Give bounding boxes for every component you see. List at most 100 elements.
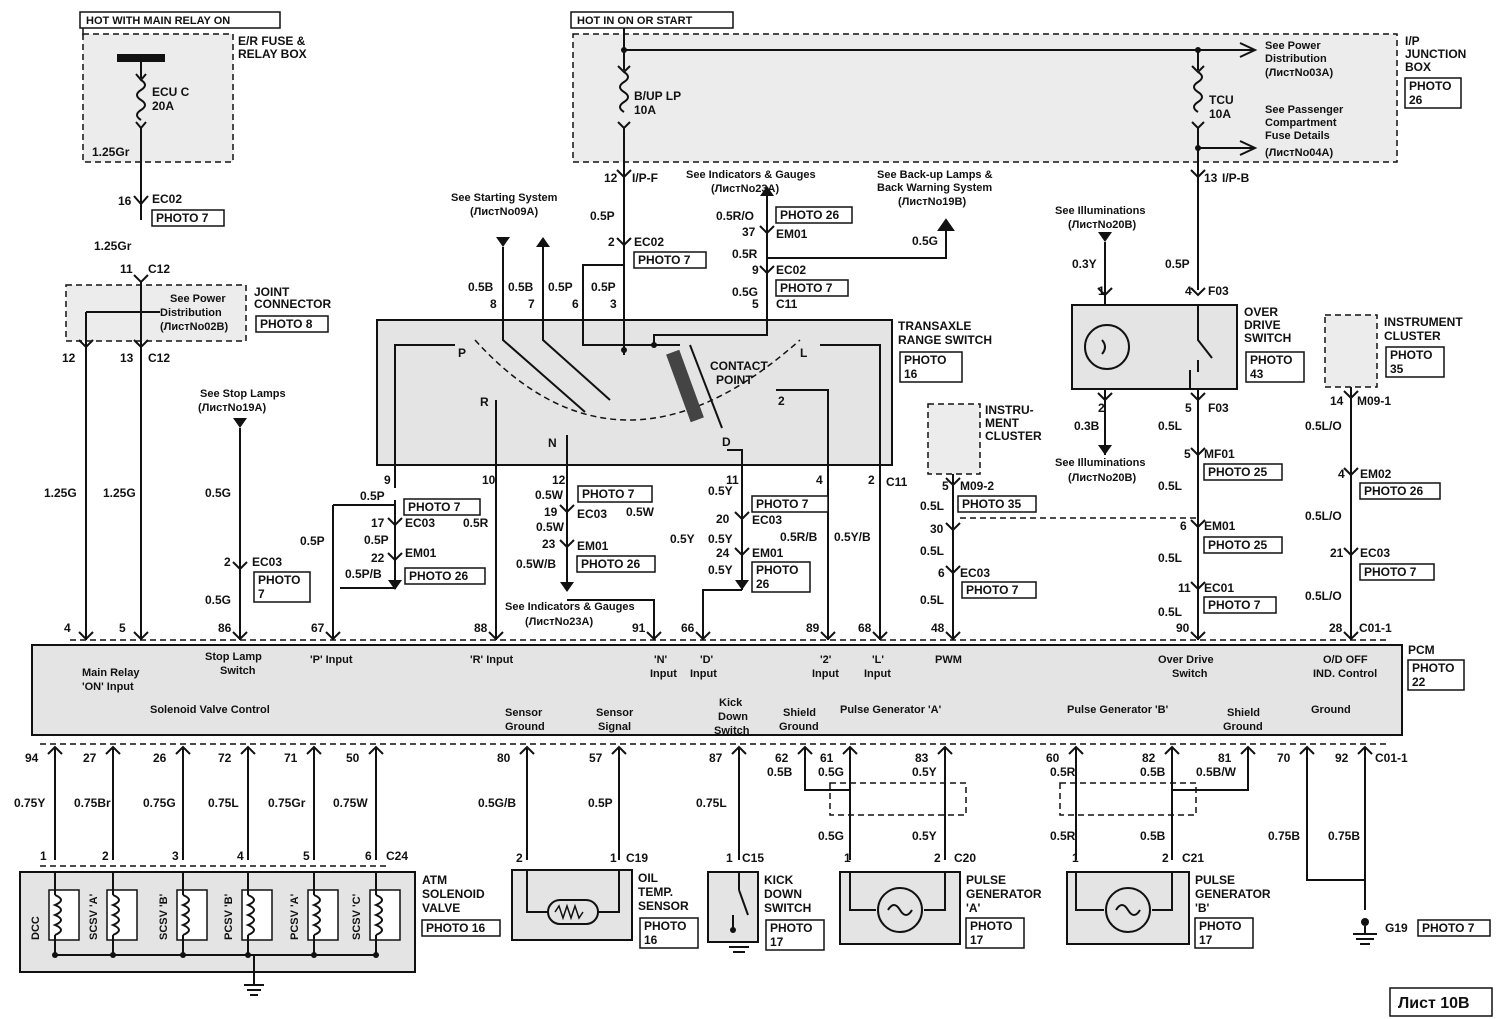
- svg-text:7: 7: [528, 297, 535, 311]
- svg-text:B/UP LP: B/UP LP: [634, 89, 681, 103]
- coil-icon: [311, 894, 321, 936]
- svg-text:C20: C20: [954, 851, 976, 865]
- coil-icon: [373, 894, 383, 936]
- svg-text:PULSE: PULSE: [966, 873, 1006, 887]
- svg-text:EC03: EC03: [252, 555, 282, 569]
- pcm-ground: Ground: [1311, 704, 1351, 716]
- svg-text:17: 17: [1199, 933, 1213, 947]
- svg-text:(ЛистNo03A): (ЛистNo03A): [1265, 67, 1333, 79]
- svg-text:'B': 'B': [1195, 901, 1210, 915]
- svg-text:1: 1: [610, 851, 617, 865]
- svg-text:0.5R/O: 0.5R/O: [716, 209, 754, 223]
- svg-text:17: 17: [770, 935, 784, 949]
- svg-text:(ЛистNo19A): (ЛистNo19A): [198, 402, 266, 414]
- svg-text:9: 9: [384, 473, 391, 487]
- svg-text:0.75L: 0.75L: [208, 796, 239, 810]
- svg-text:1.25G: 1.25G: [44, 486, 77, 500]
- svg-text:PHOTO 7: PHOTO 7: [1208, 598, 1261, 612]
- svg-text:0.5G: 0.5G: [818, 829, 844, 843]
- svg-text:6: 6: [572, 297, 579, 311]
- pcm-bottom-pin-number: 72: [218, 751, 232, 765]
- valve-coil-label: PCSV 'B': [223, 893, 235, 940]
- pcm-od-off-control: O/D OFF: [1323, 654, 1368, 666]
- svg-text:F03: F03: [1208, 284, 1229, 298]
- svg-text:26: 26: [756, 577, 770, 591]
- svg-text:5: 5: [1185, 401, 1192, 415]
- svg-text:EM02: EM02: [1360, 467, 1392, 481]
- svg-text:1: 1: [1072, 851, 1079, 865]
- svg-text:EM01: EM01: [577, 539, 609, 553]
- svg-text:EM01: EM01: [752, 546, 784, 560]
- svg-text:PHOTO 7: PHOTO 7: [1422, 921, 1475, 935]
- pcm-kick-down: Kick: [719, 697, 743, 709]
- coil-icon: [52, 894, 62, 936]
- svg-text:EM01: EM01: [776, 227, 808, 241]
- svg-text:(ЛистNo20B): (ЛистNo20B): [1068, 472, 1136, 484]
- ref-backup-lamps: See Back-up Lamps &: [877, 169, 993, 181]
- svg-text:10A: 10A: [634, 103, 656, 117]
- svg-text:2: 2: [934, 851, 941, 865]
- pcm-bottom-pin-number: 92: [1335, 751, 1349, 765]
- pcm-top-pin-number: 48: [931, 621, 945, 635]
- svg-text:EC03: EC03: [960, 566, 990, 580]
- svg-text:PHOTO 25: PHOTO 25: [1208, 465, 1267, 479]
- svg-text:PHOTO 7: PHOTO 7: [408, 500, 461, 514]
- svg-text:PHOTO 26: PHOTO 26: [1364, 484, 1423, 498]
- svg-text:0.5G/B: 0.5G/B: [478, 796, 516, 810]
- svg-text:GENERATOR: GENERATOR: [1195, 887, 1271, 901]
- svg-text:(ЛистNo02B): (ЛистNo02B): [160, 321, 228, 333]
- svg-text:0.5P: 0.5P: [590, 209, 615, 223]
- svg-text:0.5R: 0.5R: [1050, 765, 1076, 779]
- oil-temp-sensor: [511, 869, 633, 941]
- svg-text:0.75L: 0.75L: [696, 796, 727, 810]
- svg-text:0.5R: 0.5R: [732, 247, 758, 261]
- svg-text:0.5B: 0.5B: [508, 280, 534, 294]
- svg-text:VALVE: VALVE: [422, 901, 460, 915]
- svg-text:C01-1: C01-1: [1375, 751, 1408, 765]
- pcm-bottom-pin-number: 57: [589, 751, 603, 765]
- svg-text:IND. Control: IND. Control: [1313, 668, 1377, 680]
- svg-text:10: 10: [482, 473, 496, 487]
- pcm-pulse-gen-a: Pulse Generator 'A': [840, 704, 942, 716]
- svg-text:12: 12: [604, 171, 618, 185]
- svg-text:0.5B: 0.5B: [767, 765, 793, 779]
- svg-text:4: 4: [1338, 467, 1345, 481]
- main-relay-supply-tag: [79, 11, 281, 29]
- svg-text:26: 26: [1409, 93, 1423, 107]
- pcm-title: PCM: [1408, 643, 1435, 657]
- svg-text:5: 5: [942, 479, 949, 493]
- svg-text:PHOTO 7: PHOTO 7: [582, 487, 635, 501]
- svg-text:INSTRU-: INSTRU-: [985, 403, 1034, 417]
- svg-text:16: 16: [644, 933, 658, 947]
- svg-text:Signal: Signal: [598, 721, 631, 733]
- svg-text:3: 3: [610, 297, 617, 311]
- svg-text:0.5W: 0.5W: [535, 488, 564, 502]
- svg-text:11: 11: [726, 473, 739, 487]
- svg-text:CLUSTER: CLUSTER: [985, 429, 1042, 443]
- svg-text:PHOTO: PHOTO: [1199, 919, 1241, 933]
- svg-text:PHOTO: PHOTO: [644, 919, 686, 933]
- svg-text:Fuse Details: Fuse Details: [1265, 130, 1330, 142]
- svg-text:0.5L: 0.5L: [920, 499, 944, 513]
- svg-text:0.5Y: 0.5Y: [708, 484, 733, 498]
- svg-text:Distribution: Distribution: [160, 307, 222, 319]
- photo-7-tag: PHOTO 7: [156, 211, 209, 225]
- pulse-generator-a: [839, 871, 961, 945]
- svg-text:0.75W: 0.75W: [333, 796, 368, 810]
- svg-text:Down: Down: [718, 711, 748, 723]
- svg-text:0.5G: 0.5G: [912, 234, 938, 248]
- svg-text:Input: Input: [650, 668, 677, 680]
- overdrive-title: OVER: [1244, 305, 1278, 319]
- svg-text:0.5W: 0.5W: [536, 520, 565, 534]
- svg-text:EC02: EC02: [634, 235, 664, 249]
- svg-text:Input: Input: [864, 668, 891, 680]
- svg-text:0.5R/B: 0.5R/B: [780, 530, 818, 544]
- svg-text:13: 13: [120, 351, 134, 365]
- svg-text:DRIVE: DRIVE: [1244, 318, 1281, 332]
- instrument-cluster-small: [927, 403, 981, 475]
- svg-text:0.5P/B: 0.5P/B: [345, 567, 382, 581]
- ip-junction-box: [572, 33, 1398, 163]
- svg-text:0.5L/O: 0.5L/O: [1305, 589, 1342, 603]
